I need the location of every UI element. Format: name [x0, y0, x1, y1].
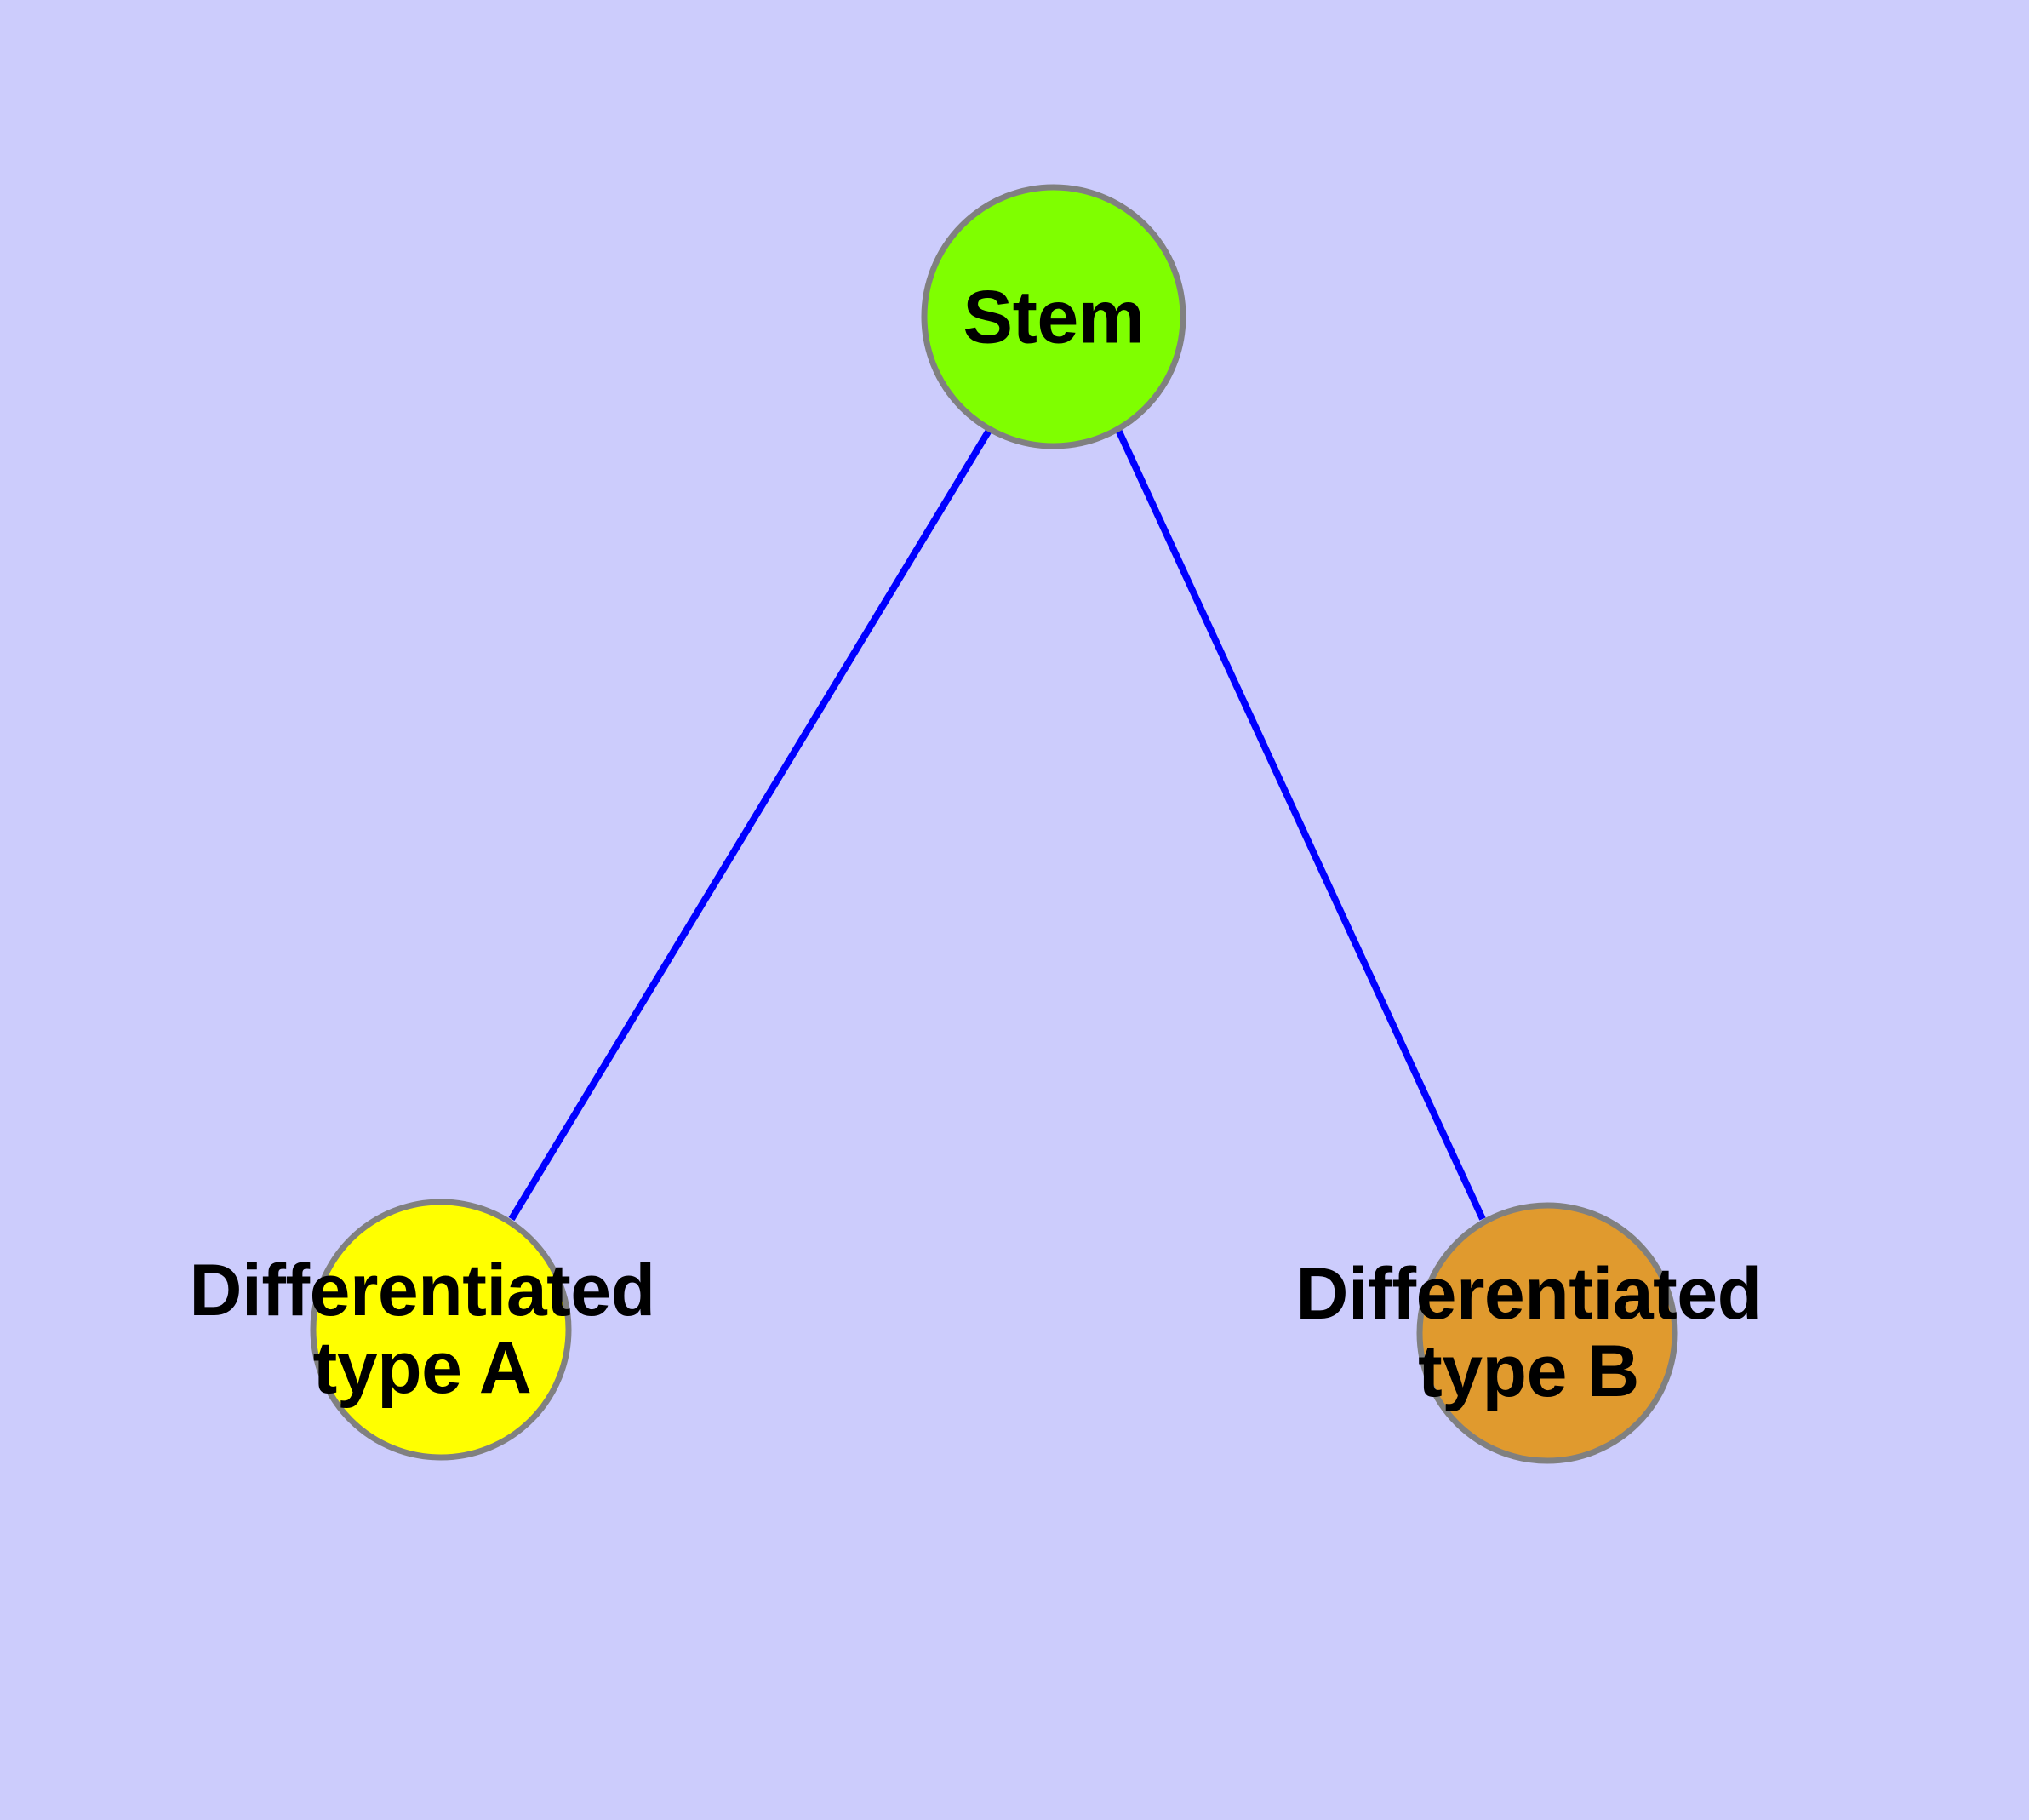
graph-node-diff-b[interactable] [1416, 1202, 1678, 1464]
graph-edge [1115, 428, 1486, 1221]
edges-group [508, 426, 1486, 1222]
graph-edge [508, 426, 993, 1222]
nodes-group [310, 184, 1678, 1464]
graph-node-diff-a[interactable] [310, 1199, 572, 1461]
graph-node-stem[interactable] [921, 184, 1186, 449]
